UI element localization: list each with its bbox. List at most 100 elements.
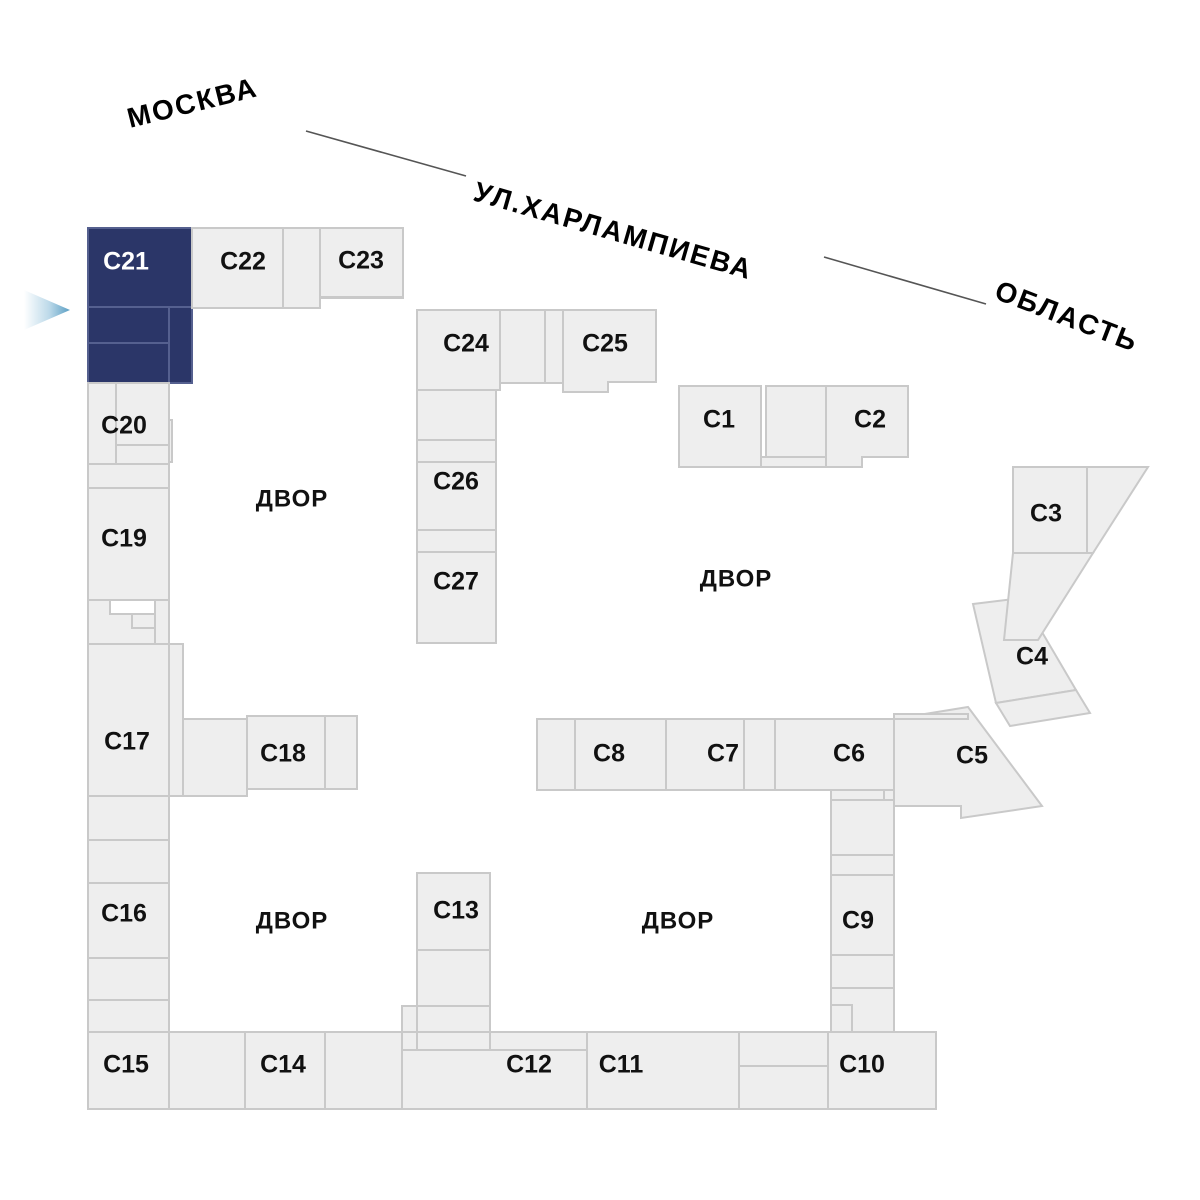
entrance-arrow-group[interactable] <box>24 290 70 330</box>
c11-b[interactable] <box>738 1031 829 1067</box>
block-c2[interactable]: C2 <box>825 385 909 468</box>
leader-right <box>823 256 987 305</box>
block-label-c1: C1 <box>703 406 735 434</box>
block-c26[interactable]: C26 <box>416 389 497 531</box>
block-c7[interactable]: C7 <box>665 718 776 791</box>
c22-b[interactable] <box>282 227 321 309</box>
yard-south-east: ДВОР <box>642 907 715 934</box>
block-c10[interactable]: C10 <box>827 1031 937 1110</box>
c9-a[interactable] <box>830 799 895 856</box>
block-label-c23: C23 <box>338 247 384 275</box>
c21-b[interactable] <box>87 306 170 344</box>
c19-d[interactable] <box>131 613 156 629</box>
c18-b[interactable] <box>324 715 358 790</box>
c20-d[interactable] <box>168 419 173 463</box>
c19-a[interactable] <box>87 463 170 489</box>
c9-b[interactable] <box>830 854 895 876</box>
c16-e[interactable] <box>87 999 170 1033</box>
c14-b[interactable] <box>324 1031 403 1110</box>
c3-b[interactable] <box>1086 466 1150 554</box>
c13-d[interactable] <box>401 1005 418 1033</box>
c12-b[interactable] <box>489 1031 588 1051</box>
c17-a[interactable] <box>87 643 170 797</box>
c26-b[interactable] <box>416 439 497 463</box>
block-c11[interactable]: C11 <box>586 1031 829 1110</box>
block-c5[interactable]: C5 <box>893 705 1044 820</box>
block-c21[interactable]: C21 <box>87 227 193 384</box>
block-c12[interactable]: C12 <box>401 1031 588 1110</box>
c17-b[interactable] <box>168 643 184 797</box>
c20-c[interactable] <box>115 444 170 465</box>
c9-d[interactable] <box>830 954 895 989</box>
entrance-arrow[interactable] <box>24 290 70 330</box>
block-label-c20: C20 <box>101 412 147 440</box>
c21-c[interactable] <box>87 342 170 384</box>
leader-left <box>305 130 467 177</box>
c16-d[interactable] <box>87 957 170 1001</box>
block-label-c25: C25 <box>582 330 628 358</box>
block-c27[interactable]: C27 <box>416 529 497 644</box>
block-label-c2: C2 <box>854 406 886 434</box>
c21-d[interactable] <box>168 306 193 384</box>
c4-b[interactable] <box>994 688 1092 728</box>
c10-a[interactable] <box>827 1031 937 1110</box>
block-label-c24: C24 <box>443 330 489 358</box>
block-c16[interactable]: C16 <box>87 795 170 1033</box>
c16-b[interactable] <box>87 839 170 884</box>
c24-c[interactable] <box>544 309 564 384</box>
street-label-oblast: ОБЛАСТЬ <box>991 275 1143 358</box>
street-label-moskva: МОСКВА <box>124 71 261 133</box>
block-c18[interactable]: C18 <box>246 715 358 790</box>
c15-b[interactable] <box>168 1031 246 1110</box>
block-c6[interactable]: C6 <box>774 718 895 801</box>
c1-b[interactable] <box>765 385 827 458</box>
c13-e[interactable] <box>416 1031 491 1051</box>
c7-b[interactable] <box>743 718 776 791</box>
block-c9[interactable]: C9 <box>830 799 895 1033</box>
c17-c[interactable] <box>182 718 248 797</box>
block-c8[interactable]: C8 <box>536 718 667 791</box>
c25-a[interactable] <box>562 309 657 393</box>
block-label-c18: C18 <box>260 740 306 768</box>
c5-a[interactable] <box>893 705 1044 820</box>
block-c22[interactable]: C22 <box>191 227 321 309</box>
c26-a[interactable] <box>416 389 497 441</box>
c13-f[interactable] <box>401 1031 418 1051</box>
c1-c[interactable] <box>760 456 827 468</box>
block-c25[interactable]: C25 <box>562 309 657 393</box>
block-c4[interactable]: C4 <box>971 596 1092 728</box>
block-c19[interactable]: C19 <box>87 463 170 645</box>
c11-c[interactable] <box>738 1065 829 1110</box>
c13-b[interactable] <box>416 949 491 1007</box>
c12-a[interactable] <box>401 1049 588 1110</box>
c9-f[interactable] <box>830 1004 853 1033</box>
c24-b[interactable] <box>499 309 546 384</box>
c16-a[interactable] <box>87 795 170 841</box>
block-c14[interactable]: C14 <box>244 1031 403 1110</box>
c27-a[interactable] <box>416 529 497 553</box>
c6-c[interactable] <box>883 789 895 801</box>
block-label-c26: C26 <box>433 468 479 496</box>
block-c24[interactable]: C24 <box>416 309 564 391</box>
c8-a[interactable] <box>536 718 576 791</box>
block-label-c12: C12 <box>506 1051 552 1079</box>
block-c3[interactable]: C3 <box>1002 466 1150 641</box>
block-label-c4: C4 <box>1016 643 1048 671</box>
block-c1[interactable]: C1 <box>678 385 827 468</box>
c3-c[interactable] <box>1002 552 1095 641</box>
block-c17[interactable]: C17 <box>87 643 248 797</box>
block-label-c6: C6 <box>833 740 865 768</box>
block-c23[interactable]: C23 <box>319 227 404 299</box>
block-label-c21: C21 <box>103 248 149 276</box>
c27-b[interactable] <box>416 551 497 644</box>
c24-a[interactable] <box>416 309 501 391</box>
block-c20[interactable]: C20 <box>87 382 173 465</box>
c19-c[interactable] <box>154 599 170 645</box>
block-c15[interactable]: C15 <box>87 1031 246 1110</box>
c5-b[interactable] <box>893 713 969 720</box>
block-c13[interactable]: C13 <box>401 872 491 1051</box>
